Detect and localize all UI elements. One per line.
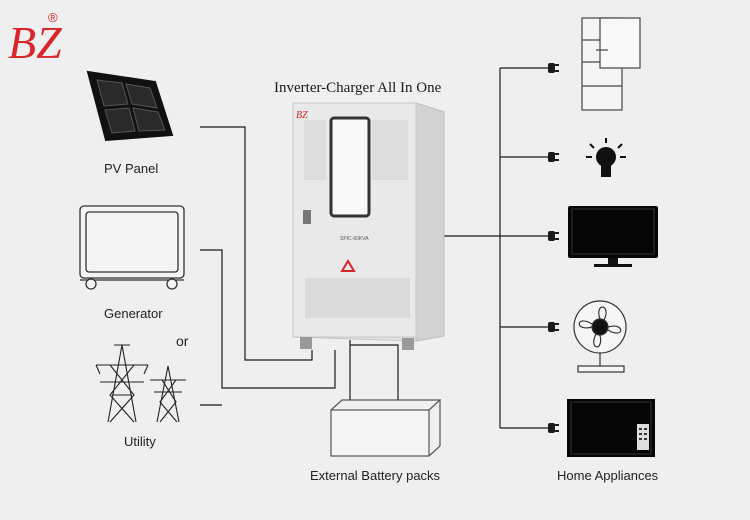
logo-registered-mark: ® — [48, 10, 58, 25]
utility-label: Utility — [124, 434, 156, 449]
generator-label: Generator — [104, 306, 163, 321]
plug-icons — [548, 63, 559, 433]
appliances-label: Home Appliances — [557, 468, 659, 483]
television-icon — [567, 399, 655, 457]
connection-lines — [200, 67, 548, 429]
plug-icon — [548, 152, 559, 162]
svg-text:BZ: BZ — [296, 110, 308, 121]
monitor-icon — [568, 206, 658, 267]
or-label: or — [176, 333, 189, 349]
plug-icon — [548, 322, 559, 332]
pv-panel-label: PV Panel — [104, 161, 159, 176]
light-bulb-icon — [586, 138, 626, 177]
plug-icon — [548, 423, 559, 433]
bz-logo: BZ ® — [8, 10, 62, 68]
generator-icon — [79, 205, 185, 290]
utility-towers-icon — [95, 344, 186, 423]
battery-label: External Battery packs — [310, 468, 441, 483]
plug-icon — [548, 231, 559, 241]
battery-icon — [330, 399, 442, 457]
pv-panel-icon — [86, 70, 174, 142]
refrigerator-icon — [581, 17, 641, 111]
logo-text: BZ — [8, 17, 62, 68]
fan-icon — [573, 300, 627, 373]
pv-line — [200, 126, 313, 361]
inverter-model-label: SPIC-60KVA — [340, 236, 369, 242]
generator-line — [200, 249, 336, 389]
inverter-cabinet: SPIC-60KVA BZ — [292, 102, 445, 350]
plug-icon — [548, 63, 559, 73]
diagram-title: Inverter-Charger All In One — [274, 80, 442, 96]
battery-line-2 — [350, 344, 399, 400]
